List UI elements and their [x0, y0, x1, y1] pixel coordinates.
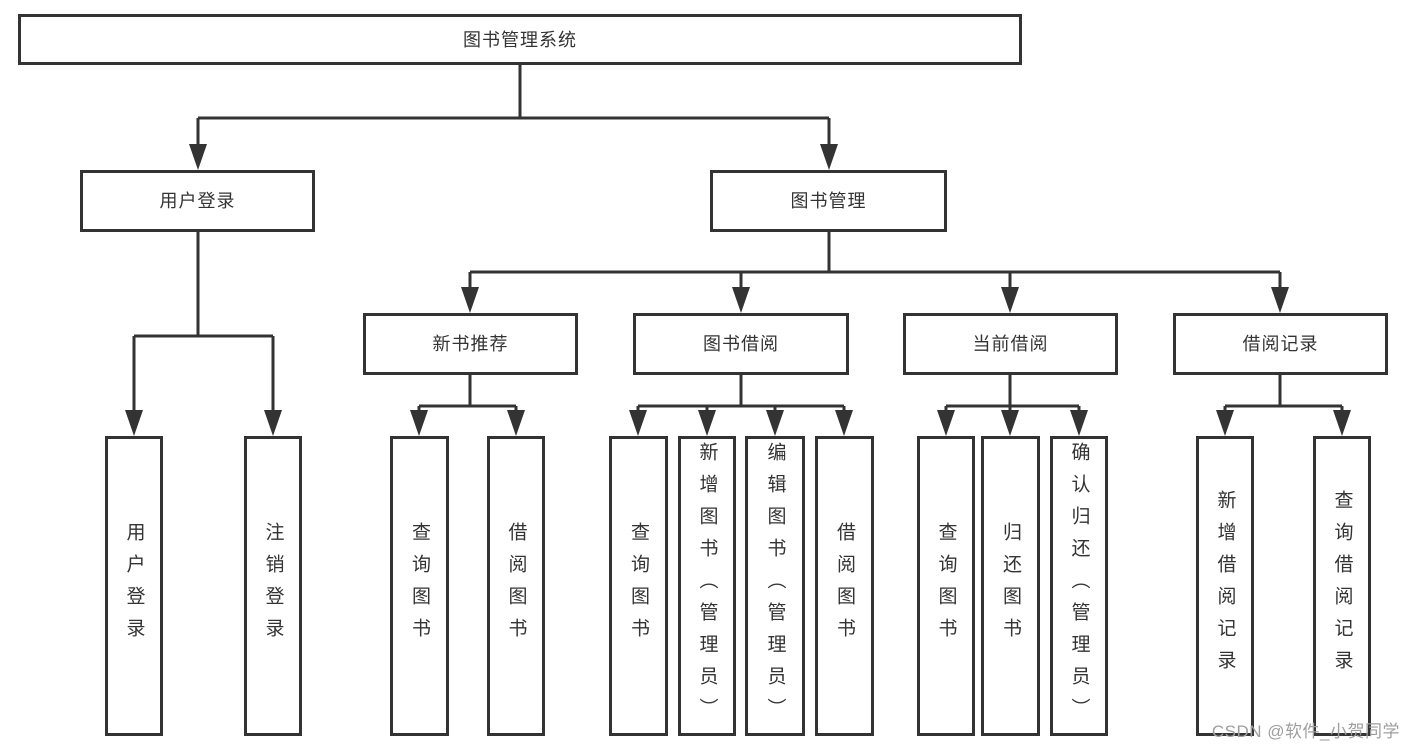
node-label: 注销登录	[262, 522, 284, 650]
arrowheads	[125, 144, 1351, 436]
node-label: 查询图书	[935, 522, 957, 650]
node-label: 图书管理系统	[463, 29, 577, 50]
node-confirm-return-admin: 确认归还（管理员）	[1050, 436, 1108, 736]
node-label: 确认归还（管理员）	[1068, 442, 1090, 730]
node-edit-books-admin: 编辑图书（管理员）	[745, 436, 805, 736]
node-label: 新书推荐	[432, 334, 509, 354]
node-label: 借阅记录	[1242, 334, 1319, 354]
node-return-books: 归还图书	[981, 436, 1040, 736]
node-query-books-current: 查询图书	[917, 436, 975, 736]
node-label: 图书借阅	[703, 334, 779, 354]
node-query-books-recommend: 查询图书	[390, 436, 449, 736]
node-user-login-action: 用户登录	[105, 436, 163, 736]
node-add-borrow-record: 新增借阅记录	[1196, 436, 1254, 736]
node-label: 用户登录	[159, 191, 236, 211]
node-label: 借阅图书	[834, 522, 855, 650]
node-book-borrowing: 图书借阅	[633, 313, 849, 375]
node-label: 当前借阅	[972, 334, 1049, 354]
csdn-watermark: CSDN @软件_小贺同学	[1211, 722, 1400, 741]
node-query-borrow-record: 查询借阅记录	[1313, 436, 1371, 736]
node-borrowing-records: 借阅记录	[1173, 313, 1388, 375]
node-label: 新增图书（管理员）	[696, 442, 718, 730]
node-label: 编辑图书（管理员）	[764, 442, 786, 730]
node-label: 查询图书	[628, 522, 649, 650]
node-label: 查询图书	[409, 522, 430, 650]
node-add-books-admin: 新增图书（管理员）	[678, 436, 736, 736]
node-library-management-system: 图书管理系统	[18, 14, 1022, 65]
node-label: 用户登录	[123, 522, 145, 650]
node-label: 新增借阅记录	[1214, 490, 1236, 682]
node-label: 图书管理	[790, 191, 867, 211]
node-logout-action: 注销登录	[244, 436, 302, 736]
node-label: 借阅图书	[505, 522, 527, 650]
node-user-login: 用户登录	[80, 170, 315, 232]
node-borrow-books-recommend: 借阅图书	[487, 436, 545, 736]
node-current-borrowing: 当前借阅	[903, 313, 1118, 375]
node-label: 归还图书	[1000, 522, 1021, 650]
node-borrow-books: 借阅图书	[815, 436, 874, 736]
node-book-management: 图书管理	[710, 170, 947, 232]
node-label: 查询借阅记录	[1331, 490, 1353, 682]
node-query-books-borrow: 查询图书	[609, 436, 668, 736]
node-new-book-recommendation: 新书推荐	[363, 313, 578, 375]
